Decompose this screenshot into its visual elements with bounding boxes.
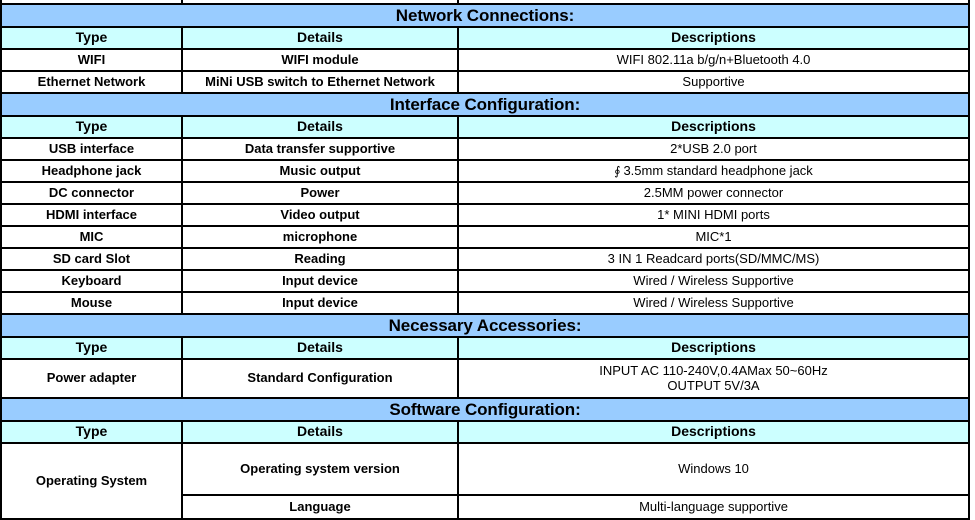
column-header-details: Details <box>181 336 459 360</box>
column-header-details: Details <box>181 115 459 139</box>
cell-details: Music output <box>181 159 459 183</box>
cell-type: USB interface <box>0 137 183 161</box>
cell-type: SD card Slot <box>0 247 183 271</box>
table-row: Power adapter Standard Configuration INP… <box>0 358 970 399</box>
section-title: Software Configuration: <box>0 397 970 422</box>
clipped-cell-details <box>181 0 459 5</box>
cell-description: WIFI 802.11a b/g/n+Bluetooth 4.0 <box>457 48 970 72</box>
cell-description: Windows 10 <box>457 442 970 496</box>
cell-description: Wired / Wireless Supportive <box>457 269 970 293</box>
cell-type: Mouse <box>0 291 183 315</box>
cell-details: Reading <box>181 247 459 271</box>
column-header-type: Type <box>0 115 183 139</box>
headphone-jack-icon: ∮ <box>614 163 621 178</box>
cell-description: 3 IN 1 Readcard ports(SD/MMC/MS) <box>457 247 970 271</box>
cell-details: Standard Configuration <box>181 358 459 399</box>
table-row: WIFI WIFI module WIFI 802.11a b/g/n+Blue… <box>0 48 970 72</box>
column-header-row-software-configuration: Type Details Descriptions <box>0 420 970 444</box>
power-input-spec: INPUT AC 110-240V,0.4AMax 50~60Hz <box>599 362 828 378</box>
table-row: Keyboard Input device Wired / Wireless S… <box>0 269 970 293</box>
power-output-spec: OUTPUT 5V/3A <box>667 377 760 393</box>
table-row: HDMI interface Video output 1* MINI HDMI… <box>0 203 970 227</box>
column-header-row-interface-configuration: Type Details Descriptions <box>0 115 970 139</box>
cell-details: Operating system version <box>181 442 459 496</box>
section-title: Network Connections: <box>0 3 970 28</box>
section-header-software-configuration: Software Configuration: <box>0 397 970 422</box>
cell-description: 2.5MM power connector <box>457 181 970 205</box>
cell-type: Keyboard <box>0 269 183 293</box>
cell-description: 2*USB 2.0 port <box>457 137 970 161</box>
cell-description: ∮3.5mm standard headphone jack <box>457 159 970 183</box>
table-row: USB interface Data transfer supportive 2… <box>0 137 970 161</box>
table-row: Operating System Operating system versio… <box>0 442 970 520</box>
cell-details: Input device <box>181 269 459 293</box>
table-row: MIC microphone MIC*1 <box>0 225 970 249</box>
cell-description: Supportive <box>457 70 970 94</box>
column-header-descriptions: Descriptions <box>457 336 970 360</box>
section-title: Interface Configuration: <box>0 92 970 117</box>
column-header-details: Details <box>181 420 459 444</box>
column-header-type: Type <box>0 336 183 360</box>
cell-type: WIFI <box>0 48 183 72</box>
cell-type: DC connector <box>0 181 183 205</box>
section-header-network-connections: Network Connections: <box>0 3 970 28</box>
column-header-type: Type <box>0 26 183 50</box>
clipped-cell-desc <box>457 0 970 5</box>
column-header-row-network-connections: Type Details Descriptions <box>0 26 970 50</box>
cell-type: Power adapter <box>0 358 183 399</box>
table-row: SD card Slot Reading 3 IN 1 Readcard por… <box>0 247 970 271</box>
section-header-interface-configuration: Interface Configuration: <box>0 92 970 117</box>
section-title: Necessary Accessories: <box>0 313 970 338</box>
cell-details: Data transfer supportive <box>181 137 459 161</box>
column-header-row-necessary-accessories: Type Details Descriptions <box>0 336 970 360</box>
cell-details: Language <box>181 494 459 520</box>
cell-details: Video output <box>181 203 459 227</box>
cell-description: MIC*1 <box>457 225 970 249</box>
column-header-descriptions: Descriptions <box>457 115 970 139</box>
cell-details: WIFI module <box>181 48 459 72</box>
cell-details: Input device <box>181 291 459 315</box>
column-header-details: Details <box>181 26 459 50</box>
column-header-descriptions: Descriptions <box>457 26 970 50</box>
clipped-cell-type <box>0 0 183 5</box>
cell-description: Wired / Wireless Supportive <box>457 291 970 315</box>
cell-type: MIC <box>0 225 183 249</box>
table-row: Headphone jack Music output ∮3.5mm stand… <box>0 159 970 183</box>
column-header-type: Type <box>0 420 183 444</box>
cell-description: Multi-language supportive <box>457 494 970 520</box>
cell-description-text: 3.5mm standard headphone jack <box>623 162 813 178</box>
clipped-top-row <box>0 0 970 5</box>
section-header-necessary-accessories: Necessary Accessories: <box>0 313 970 338</box>
cell-type: HDMI interface <box>0 203 183 227</box>
cell-type: Headphone jack <box>0 159 183 183</box>
cell-type: Operating System <box>0 442 183 520</box>
table-row: DC connector Power 2.5MM power connector <box>0 181 970 205</box>
cell-description: 1* MINI HDMI ports <box>457 203 970 227</box>
cell-type: Ethernet Network <box>0 70 183 94</box>
cell-details: Power <box>181 181 459 205</box>
table-row: Ethernet Network MiNi USB switch to Ethe… <box>0 70 970 94</box>
cell-details: microphone <box>181 225 459 249</box>
column-header-descriptions: Descriptions <box>457 420 970 444</box>
table-row: Mouse Input device Wired / Wireless Supp… <box>0 291 970 315</box>
cell-details: MiNi USB switch to Ethernet Network <box>181 70 459 94</box>
